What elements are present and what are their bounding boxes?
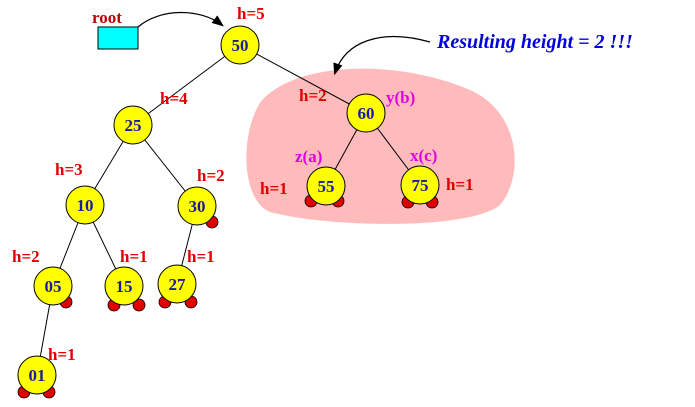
root-label: root [92, 8, 122, 27]
node-75 [400, 165, 440, 205]
root-pointer-box [97, 26, 139, 50]
null-dots [17, 194, 439, 399]
height-label-55: h=1 [260, 179, 288, 198]
node-30 [177, 186, 217, 226]
height-label-60: h=2 [299, 86, 327, 105]
result-note: Resulting height = 2 !!! [436, 31, 633, 53]
height-label-15: h=1 [120, 247, 148, 266]
tree-nodes [17, 25, 440, 395]
node-key-10: 10 [77, 196, 94, 215]
root-arrow [137, 11, 224, 28]
height-label-27: h=1 [187, 247, 215, 266]
role-label-55: z(a) [295, 147, 322, 166]
node-01 [17, 355, 57, 395]
height-label-10: h=3 [55, 160, 83, 179]
node-25 [113, 105, 153, 145]
node-50 [220, 25, 260, 65]
null-dot [132, 298, 146, 312]
height-label-25: h=4 [160, 89, 188, 108]
node-15 [104, 266, 144, 306]
node-key-60: 60 [358, 104, 375, 123]
highlight-region [246, 68, 515, 224]
node-key-50: 50 [232, 36, 249, 55]
node-key-15: 15 [116, 277, 133, 296]
node-key-05: 05 [45, 277, 62, 296]
role-label-60: y(b) [386, 88, 415, 107]
node-55 [306, 166, 346, 206]
node-key-30: 30 [189, 197, 206, 216]
node-key-27: 27 [169, 275, 187, 294]
node-10 [65, 185, 105, 225]
node-27 [157, 264, 197, 304]
height-label-50: h=5 [237, 4, 265, 23]
height-label-75: h=1 [446, 175, 474, 194]
node-05 [33, 266, 73, 306]
height-label-05: h=2 [12, 247, 40, 266]
node-key-01: 01 [29, 366, 46, 385]
node-60 [346, 93, 386, 133]
node-key-55: 55 [318, 177, 335, 196]
result-arrow [333, 35, 431, 76]
edge-50-60 [239, 44, 367, 114]
height-label-01: h=1 [48, 345, 76, 364]
edge-50-25 [132, 44, 241, 126]
height-label-30: h=2 [197, 166, 225, 185]
node-key-25: 25 [125, 116, 142, 135]
role-label-75: x(c) [410, 146, 437, 165]
node-key-75: 75 [412, 176, 429, 195]
